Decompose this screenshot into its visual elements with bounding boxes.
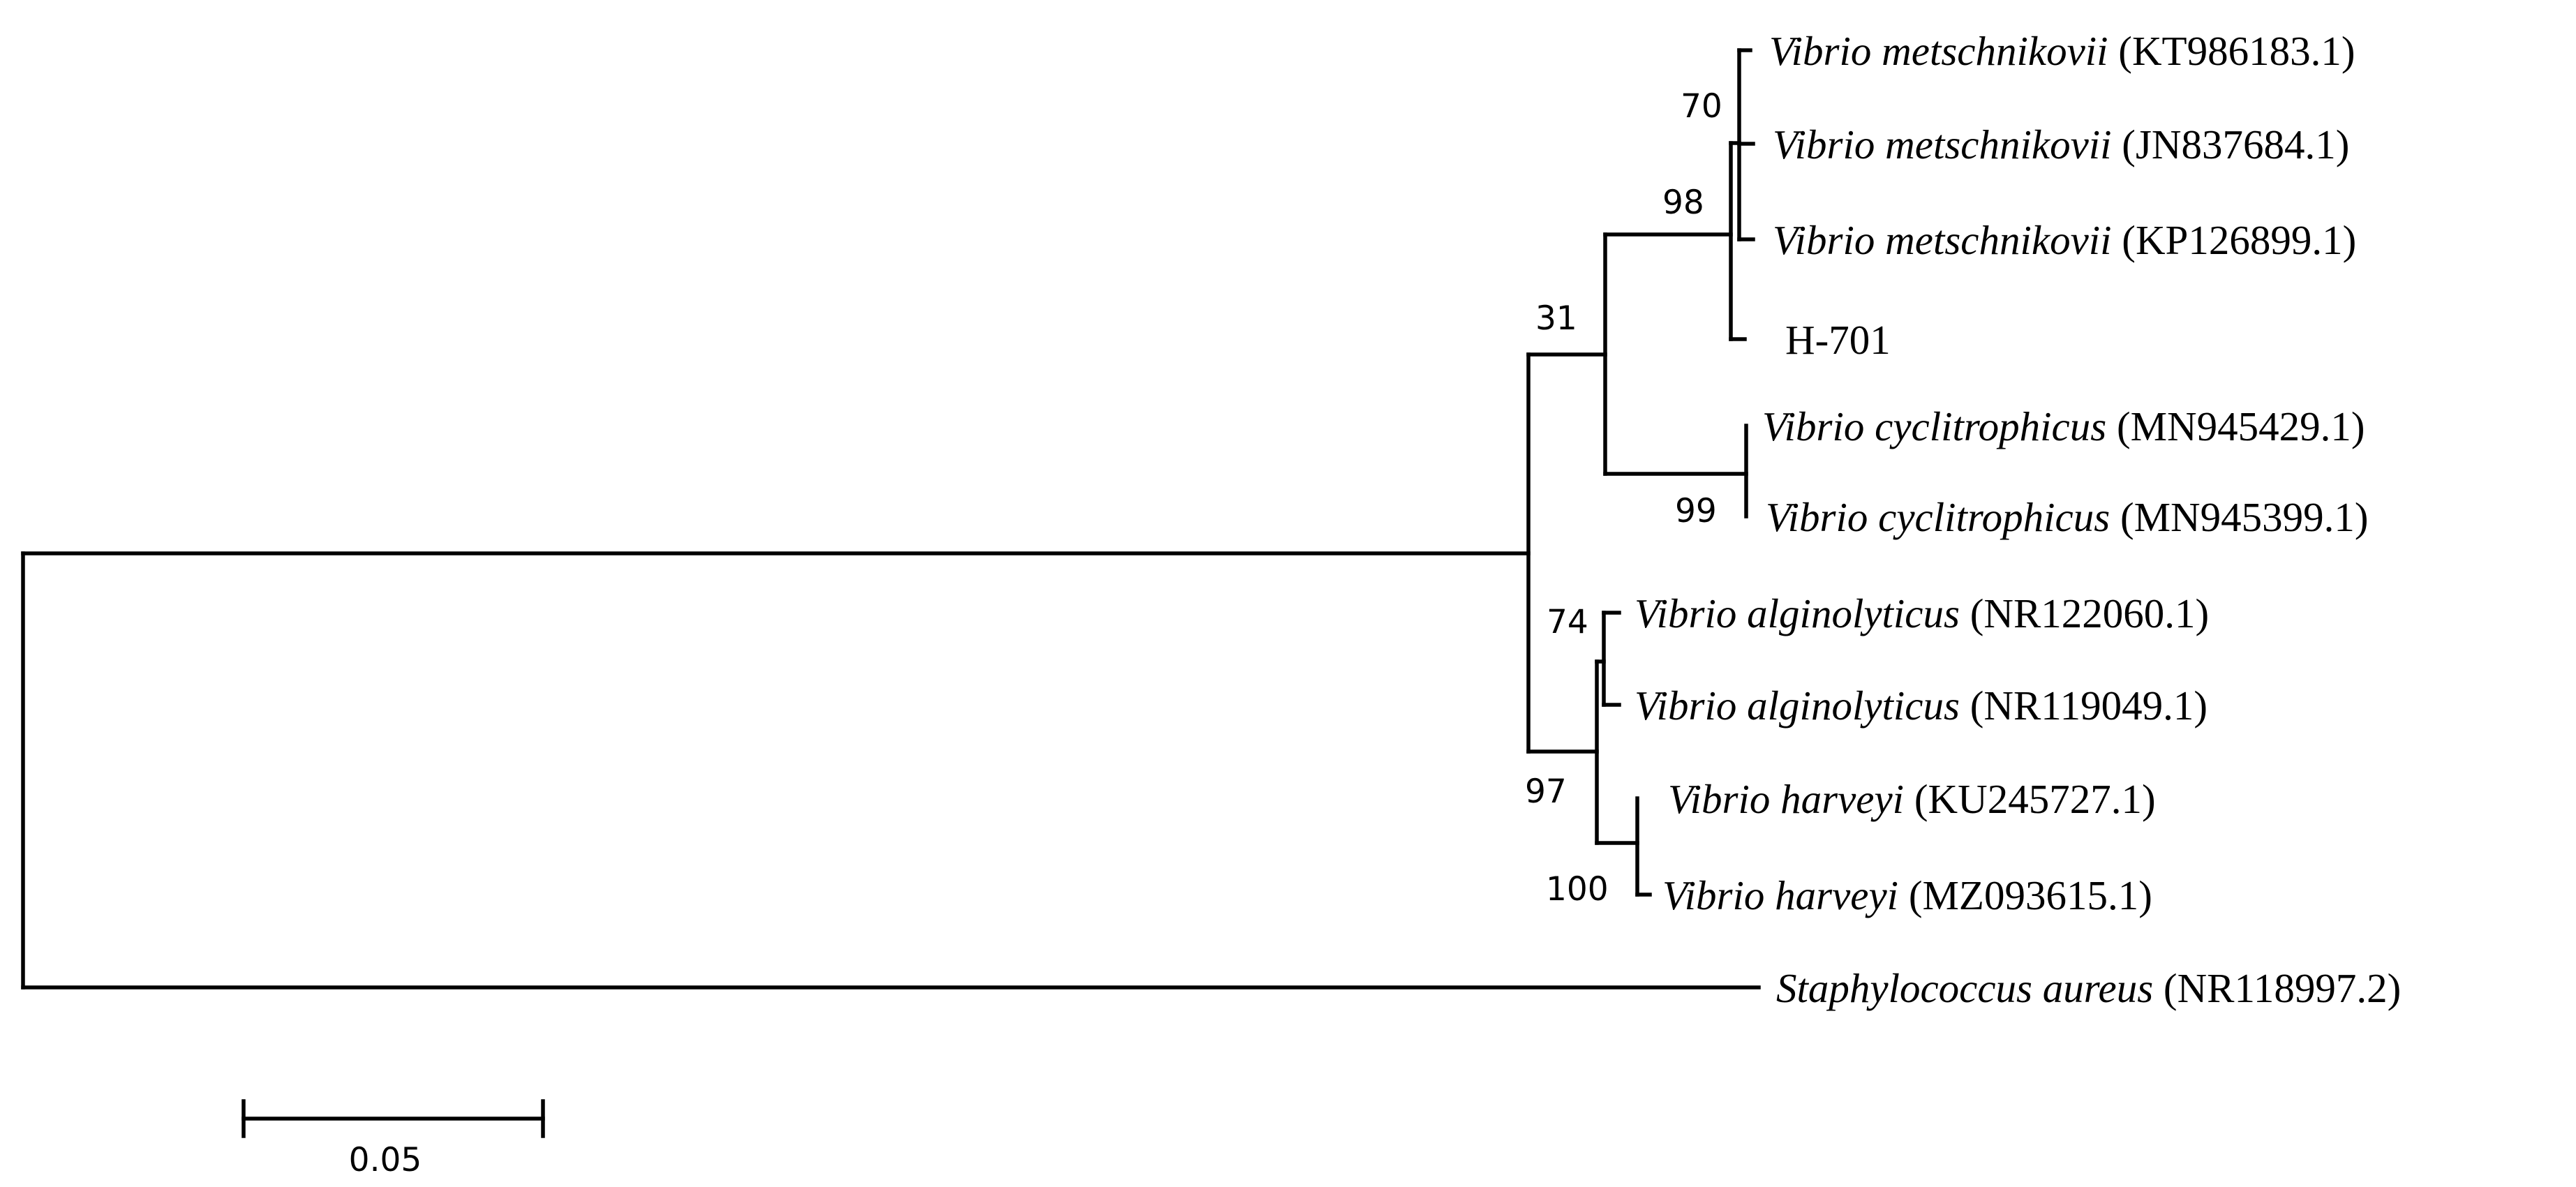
scale-bar: 0.05 bbox=[241, 1099, 545, 1179]
leaf-label-vm3: Vibrio metschnikovii (KP126899.1) bbox=[1773, 217, 2356, 263]
leaf-label-vc2: Vibrio cyclitrophicus (MN945399.1) bbox=[1766, 494, 2369, 540]
bootstrap-value: 31 bbox=[1535, 299, 1577, 338]
bootstrap-value: 70 bbox=[1681, 87, 1722, 126]
leaf-label-vm1: Vibrio metschnikovii (KT986183.1) bbox=[1769, 28, 2355, 74]
bootstrap-values: 70 98 31 99 74 97 100 bbox=[1525, 87, 1722, 909]
leaf-label-sa: Staphylococcus aureus (NR118997.2) bbox=[1776, 965, 2401, 1011]
leaf-label-vm2: Vibrio metschnikovii (JN837684.1) bbox=[1773, 121, 2349, 167]
bootstrap-value: 74 bbox=[1547, 603, 1588, 641]
bootstrap-value: 99 bbox=[1675, 492, 1717, 530]
leaf-label-vc1: Vibrio cyclitrophicus (MN945429.1) bbox=[1762, 403, 2365, 449]
scale-bar-label: 0.05 bbox=[349, 1141, 422, 1179]
bootstrap-value: 98 bbox=[1662, 184, 1704, 222]
leaf-label-va1: Vibrio alginolyticus (NR122060.1) bbox=[1635, 590, 2209, 636]
bootstrap-value: 100 bbox=[1546, 870, 1609, 909]
leaf-labels: Vibrio metschnikovii (KT986183.1) Vibrio… bbox=[1635, 28, 2401, 1011]
leaf-label-va2: Vibrio alginolyticus (NR119049.1) bbox=[1635, 682, 2208, 729]
leaf-label-vh2: Vibrio harveyi (MZ093615.1) bbox=[1662, 872, 2152, 918]
bootstrap-value: 97 bbox=[1525, 772, 1567, 811]
leaf-label-vh1: Vibrio harveyi (KU245727.1) bbox=[1668, 776, 2156, 822]
tree-branches bbox=[21, 48, 1761, 990]
leaf-label-h701: H-701 bbox=[1785, 317, 1891, 363]
